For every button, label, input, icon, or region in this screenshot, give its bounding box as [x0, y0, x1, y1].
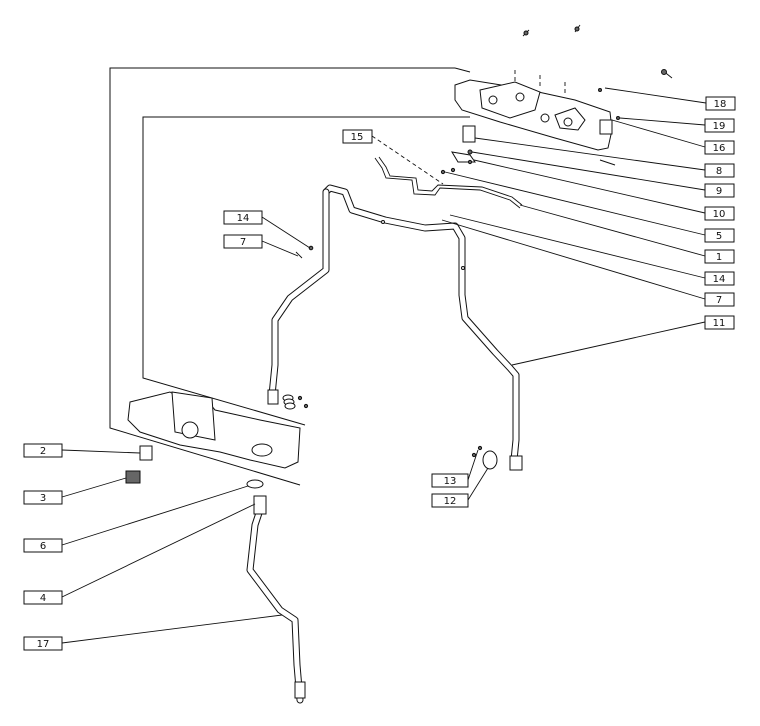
- callout-11: 11: [704, 315, 735, 330]
- callout-7-left: 7: [223, 234, 263, 249]
- disc-part-12: [471, 445, 498, 470]
- svg-text:13: 13: [444, 476, 457, 487]
- tube-assembly: [267, 184, 523, 471]
- svg-text:3: 3: [40, 493, 46, 504]
- svg-text:14: 14: [237, 213, 250, 224]
- svg-text:1: 1: [716, 252, 722, 263]
- svg-text:6: 6: [40, 541, 46, 552]
- svg-text:8: 8: [716, 166, 722, 177]
- svg-text:15: 15: [351, 132, 364, 143]
- callout-10: 10: [704, 206, 735, 221]
- callout-14-left: 14: [223, 210, 263, 225]
- callout-9: 9: [704, 183, 735, 198]
- callout-16: 16: [704, 140, 735, 155]
- lower-housing-part: [127, 391, 301, 469]
- callout-6: 6: [23, 538, 63, 553]
- lower-tube-part: [246, 495, 306, 704]
- callout-2: 2: [23, 443, 63, 458]
- svg-text:17: 17: [37, 639, 50, 650]
- svg-text:9: 9: [716, 186, 722, 197]
- svg-text:4: 4: [40, 593, 46, 604]
- callout-8: 8: [704, 163, 735, 178]
- callouts: 18 19 16 8 9 10 5 1: [23, 96, 736, 651]
- callout-18: 18: [705, 96, 736, 111]
- svg-text:18: 18: [714, 99, 727, 110]
- svg-text:2: 2: [40, 446, 46, 457]
- svg-text:19: 19: [713, 121, 726, 132]
- callout-14-right: 14: [704, 271, 735, 286]
- svg-text:16: 16: [713, 143, 726, 154]
- svg-text:10: 10: [713, 209, 726, 220]
- svg-text:12: 12: [444, 496, 457, 507]
- washer-part-6: [246, 479, 264, 489]
- svg-text:7: 7: [240, 237, 246, 248]
- callout-1: 1: [704, 249, 735, 264]
- callout-13: 13: [431, 473, 469, 488]
- socket-part-3: [125, 470, 141, 484]
- assembly-outline: [109, 67, 616, 486]
- callout-7-right: 7: [704, 292, 735, 307]
- svg-text:5: 5: [716, 231, 722, 242]
- switch-part-2: [139, 445, 153, 461]
- bolt-hardware-left: [295, 245, 314, 259]
- leader-lines: [61, 87, 707, 644]
- callout-12: 12: [431, 493, 469, 508]
- callout-17: 17: [23, 636, 63, 651]
- callout-5: 5: [704, 228, 735, 243]
- callout-15: 15: [342, 129, 373, 144]
- callout-4: 4: [23, 590, 63, 605]
- svg-text:14: 14: [713, 274, 726, 285]
- screw-hardware-top: [522, 24, 673, 120]
- block-part-8: [440, 125, 476, 175]
- rod-part-15: [374, 156, 523, 209]
- upper-bracket-part: [454, 70, 613, 151]
- callout-3: 3: [23, 490, 63, 505]
- callout-19: 19: [704, 118, 735, 133]
- svg-text:7: 7: [716, 295, 722, 306]
- spring-part: [282, 394, 309, 410]
- svg-text:11: 11: [713, 318, 726, 329]
